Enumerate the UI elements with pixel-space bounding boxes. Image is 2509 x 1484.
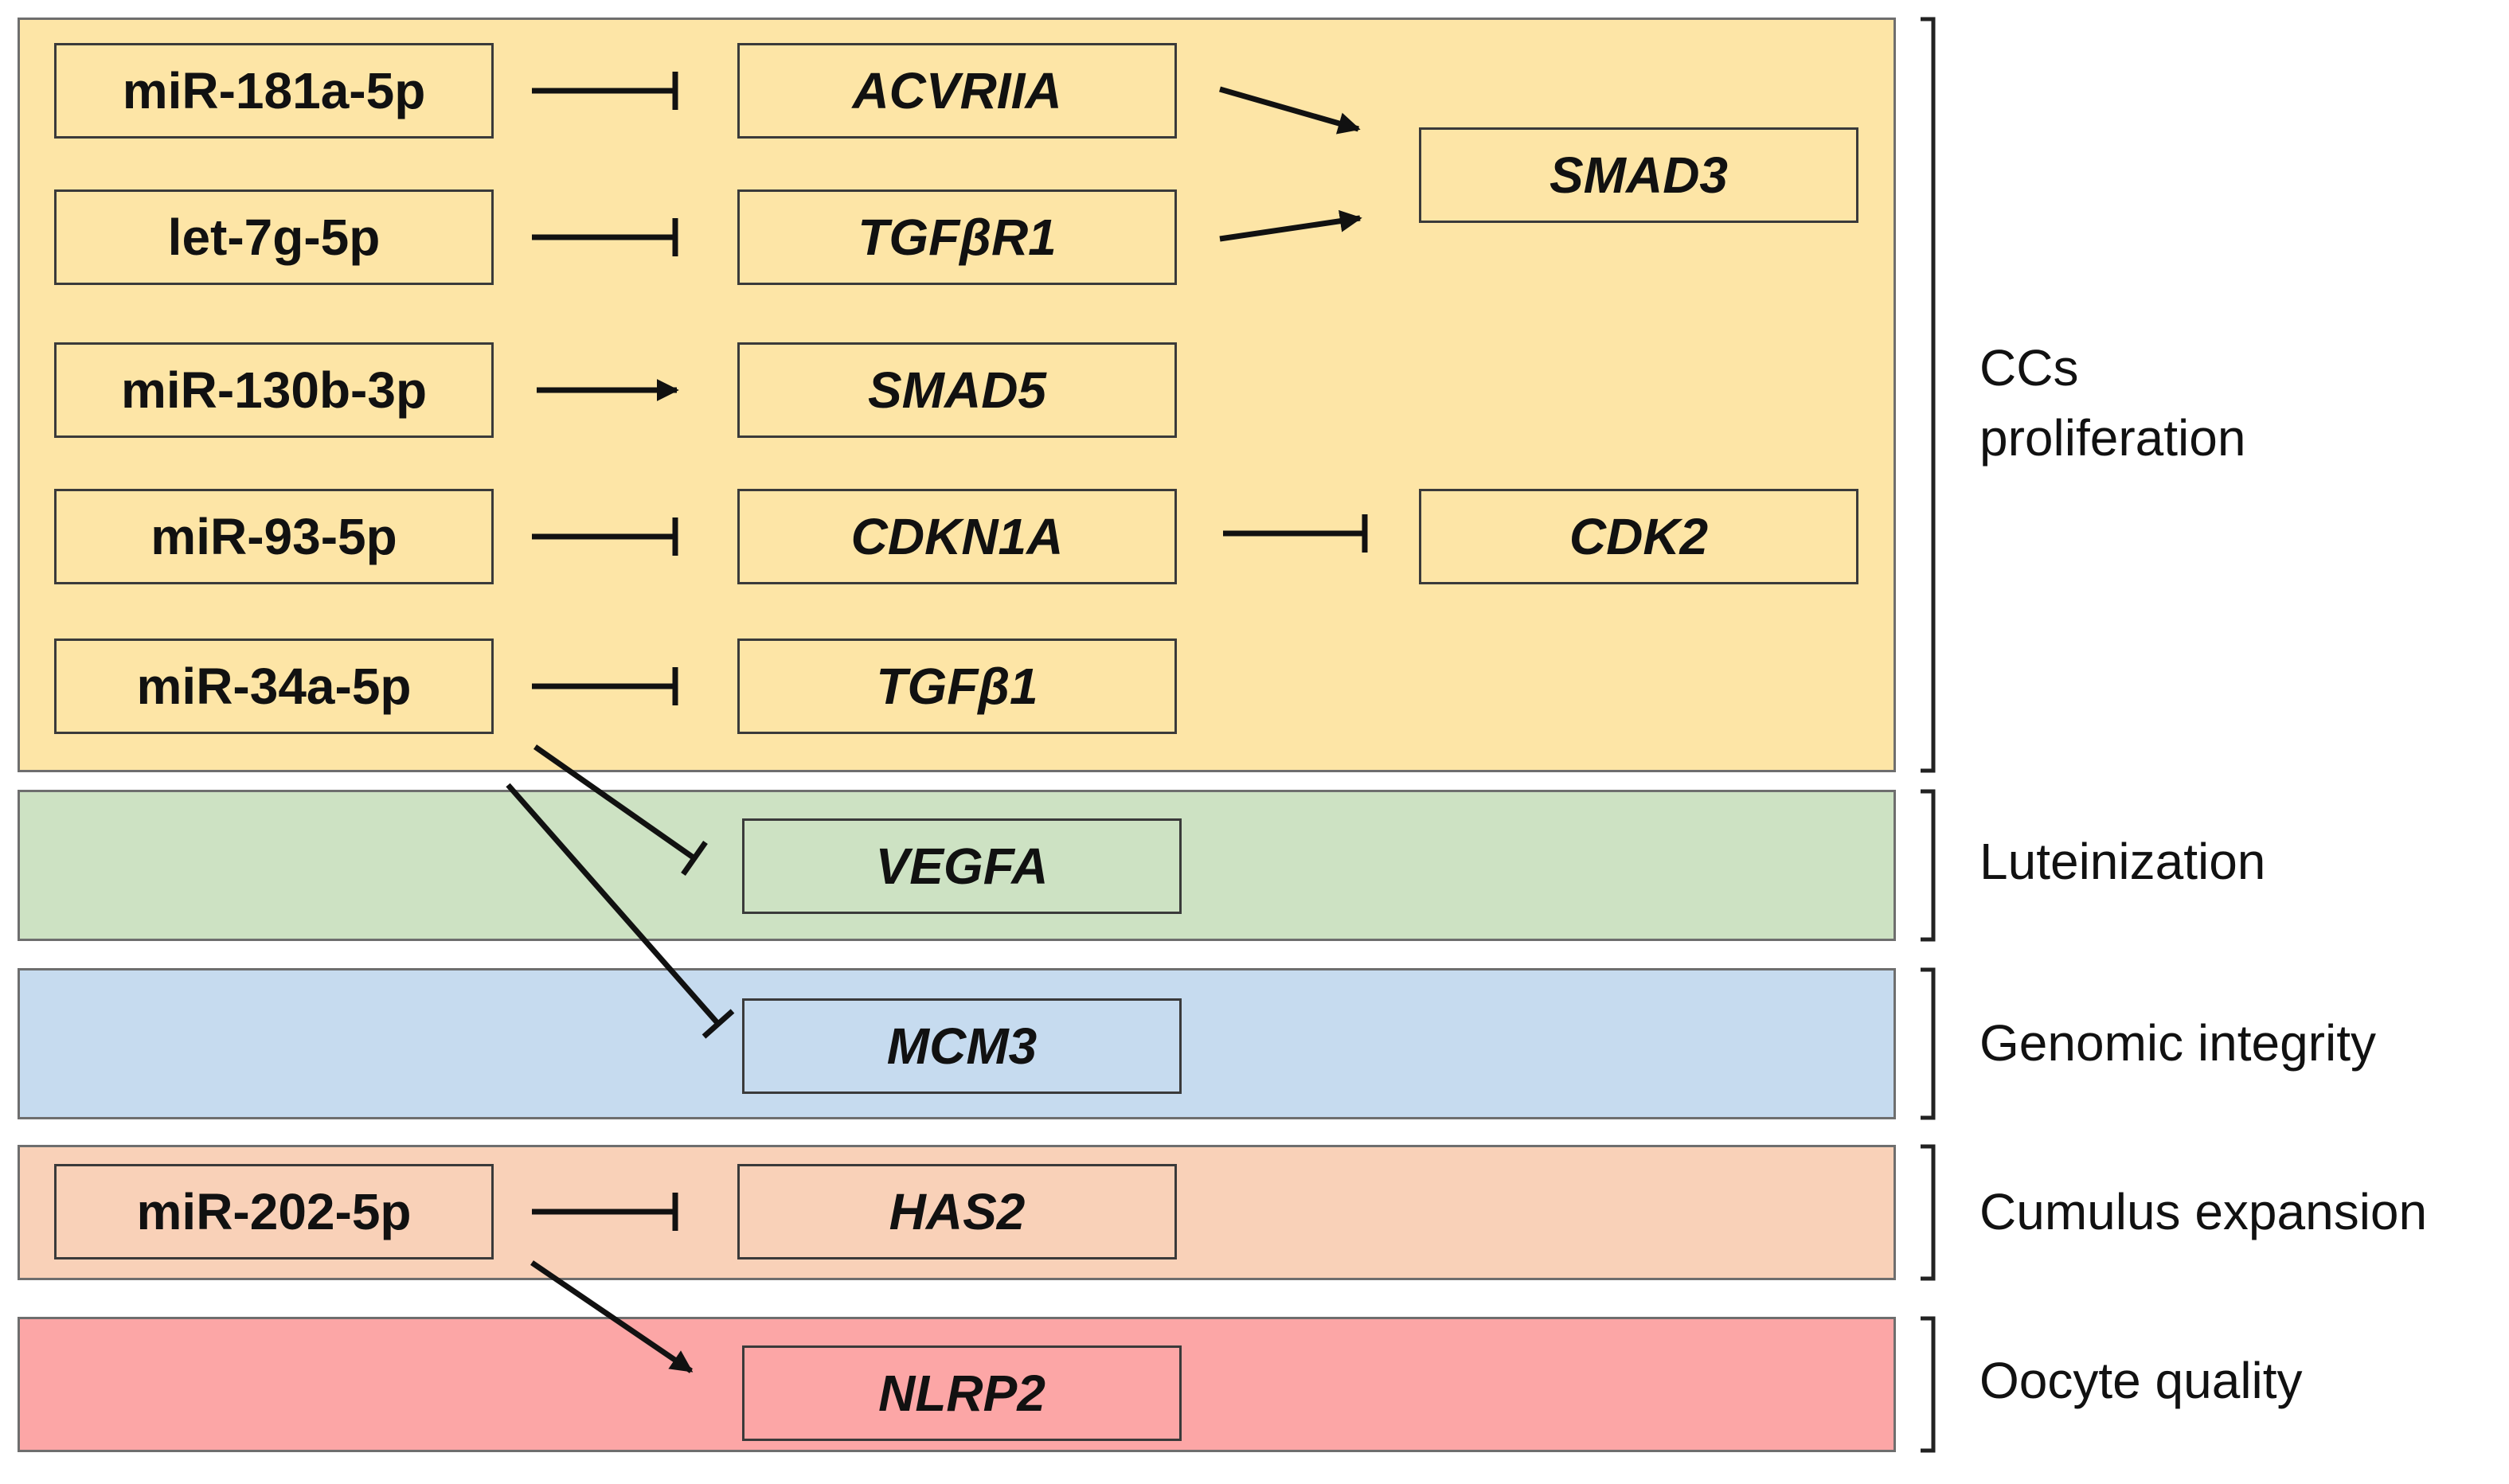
node-smad5: SMAD5 (737, 342, 1177, 438)
node-smad3: SMAD3 (1419, 127, 1858, 223)
inhibition-let7g-tgfbr1 (532, 218, 678, 256)
inhibition-mir34a-mcm3 (506, 783, 735, 1039)
bracket-proliferation (1921, 17, 1936, 773)
node-let-7g-5p: let-7g-5p (54, 189, 494, 285)
node-has2: HAS2 (737, 1164, 1177, 1259)
label-oocyte-quality: Oocyte quality (1979, 1352, 2303, 1409)
inhibition-cdkn1a-cdk2 (1223, 514, 1368, 553)
inhibition-mir34a-tgfb1 (532, 667, 678, 705)
node-tgfbr1: TGFβR1 (737, 189, 1177, 285)
node-mcm3: MCM3 (742, 998, 1182, 1094)
bracket-cumulus-expansion (1921, 1144, 1936, 1281)
label-ccs-proliferation-line2: proliferation (1979, 409, 2246, 467)
node-mir-202-5p: miR-202-5p (54, 1164, 494, 1259)
panel-proliferation (18, 18, 1896, 772)
node-cdk2: CDK2 (1419, 489, 1858, 584)
bracket-genomic-integrity (1921, 967, 1936, 1120)
label-cumulus-expansion: Cumulus expansion (1979, 1183, 2428, 1240)
node-nlrp2: NLRP2 (742, 1345, 1182, 1441)
node-tgfb1: TGFβ1 (737, 639, 1177, 734)
inhibition-mir202-has2 (532, 1193, 678, 1231)
inhibition-mir93-cdkn1a (532, 517, 678, 556)
panel-oocyte-quality (18, 1317, 1896, 1452)
node-cdkn1a: CDKN1A (737, 489, 1177, 584)
node-mir-34a-5p: miR-34a-5p (54, 639, 494, 734)
bracket-luteinization (1921, 789, 1936, 942)
inhibition-mir34a-vegfa (533, 744, 708, 877)
label-genomic-integrity: Genomic integrity (1979, 1014, 2376, 1072)
panel-luteinization (18, 790, 1896, 941)
label-ccs-proliferation: CCs proliferation (1979, 333, 2245, 473)
label-luteinization: Luteinization (1979, 833, 2266, 890)
node-vegfa: VEGFA (742, 818, 1182, 914)
panel-genomic-integrity (18, 968, 1896, 1119)
activation-acvriia-smad3 (1219, 86, 1361, 135)
inhibition-mir181a-acvriia (532, 72, 678, 110)
node-mir-181a-5p: miR-181a-5p (54, 43, 494, 139)
label-ccs-proliferation-line1: CCs (1979, 339, 2079, 396)
node-acvriia: ACVRIIA (737, 43, 1177, 139)
activation-mir202-nlrp2 (530, 1260, 694, 1373)
node-mir-93-5p: miR-93-5p (54, 489, 494, 584)
node-mir-130b-3p: miR-130b-3p (54, 342, 494, 438)
activation-tgfbr1-smad3 (1219, 209, 1362, 242)
bracket-oocyte-quality (1921, 1316, 1936, 1453)
